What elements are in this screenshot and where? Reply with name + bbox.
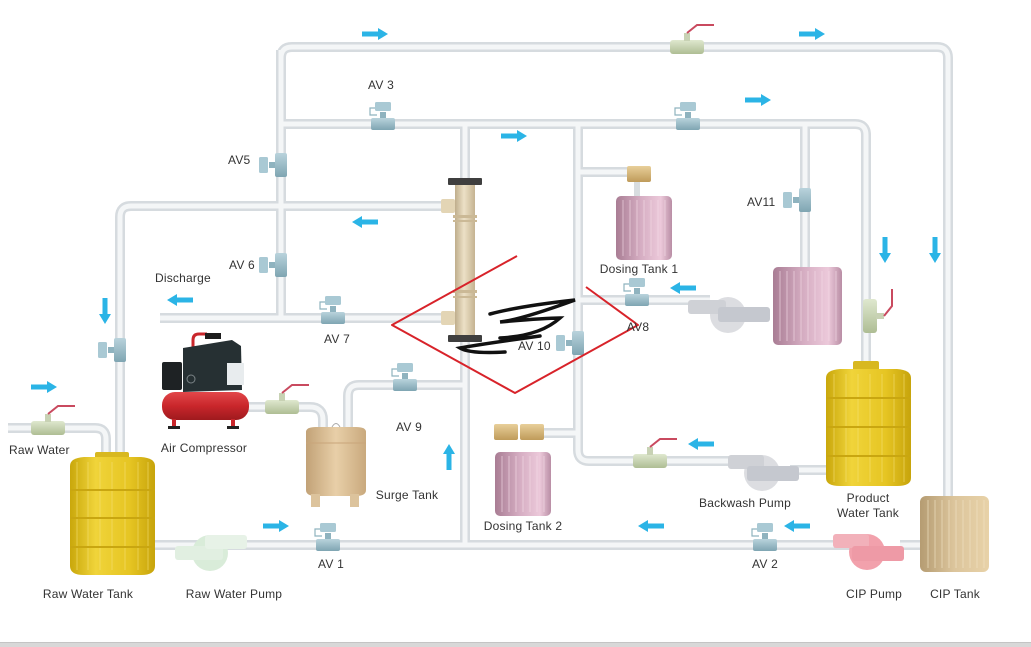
backwash-pump[interactable] <box>728 455 799 491</box>
arrow-up-icon <box>443 444 455 470</box>
label-air-compressor: Air Compressor <box>160 441 248 455</box>
arrow-left-icon <box>670 282 696 294</box>
label-av8: AV8 <box>626 320 650 334</box>
arrow-down-icon <box>929 237 941 263</box>
black-number-scribble <box>455 298 576 355</box>
manual-valve-compressor[interactable] <box>265 384 309 414</box>
label-av11: AV11 <box>747 195 776 209</box>
flow-arrows <box>31 28 941 532</box>
valve-av11[interactable] <box>783 188 811 212</box>
valve-av5[interactable] <box>259 153 287 177</box>
manual-valve-backwash[interactable] <box>633 438 677 468</box>
label-product-water-tank-line2: Water Tank <box>836 506 900 520</box>
air-compressor[interactable] <box>162 332 249 429</box>
valve-av9[interactable] <box>391 363 417 391</box>
valve-av3[interactable] <box>369 102 395 130</box>
label-cip-tank: CIP Tank <box>930 587 980 601</box>
label-dosing-tank-1: Dosing Tank 1 <box>599 262 679 276</box>
surge-tank[interactable] <box>306 423 366 508</box>
label-raw-water-tank: Raw Water Tank <box>42 587 134 601</box>
label-cip-pump: CIP Pump <box>845 587 903 601</box>
pipe-network <box>8 42 953 550</box>
cip-pump[interactable] <box>833 534 904 570</box>
uf-membrane-module[interactable] <box>441 178 482 342</box>
valve-av2[interactable] <box>751 523 777 551</box>
arrow-right-icon <box>263 520 289 532</box>
label-raw-water-pump: Raw Water Pump <box>185 587 283 601</box>
label-av9: AV 9 <box>396 420 422 434</box>
manual-valve-raw-water[interactable] <box>31 405 75 435</box>
arrow-down-icon <box>879 237 891 263</box>
arrow-right-icon <box>31 381 57 393</box>
dosing-tank-1[interactable] <box>616 166 672 260</box>
label-raw-water: Raw Water <box>9 443 70 457</box>
raw-water-tank[interactable] <box>70 452 155 575</box>
arrow-right-icon <box>799 28 825 40</box>
arrow-left-icon <box>784 520 810 532</box>
product-water-tank[interactable] <box>826 361 911 486</box>
arrow-down-icon <box>99 298 111 324</box>
label-dosing-tank-2: Dosing Tank 2 <box>483 519 563 533</box>
manual-valve-product[interactable] <box>863 289 893 333</box>
arrow-left-icon <box>167 294 193 306</box>
circulation-pump[interactable] <box>688 297 770 333</box>
arrow-right-icon <box>362 28 388 40</box>
label-discharge: Discharge <box>155 271 211 285</box>
cip-tank[interactable] <box>920 496 989 572</box>
backwash-tank[interactable] <box>773 267 842 345</box>
valve-av1[interactable] <box>314 523 340 551</box>
red-diamond-scribble <box>391 255 639 394</box>
label-av5: AV5 <box>228 153 251 167</box>
hand-drawn-annotation <box>391 255 639 394</box>
label-av7: AV 7 <box>324 332 350 346</box>
label-backwash-pump: Backwash Pump <box>699 496 791 510</box>
valve-av7[interactable] <box>319 296 345 324</box>
valve-av6[interactable] <box>259 253 287 277</box>
arrow-right-icon <box>745 94 771 106</box>
label-av6: AV 6 <box>229 258 255 272</box>
valve-av3-right[interactable] <box>674 102 700 130</box>
label-av2: AV 2 <box>752 557 778 571</box>
arrow-right-icon <box>501 130 527 142</box>
valve-av10[interactable] <box>556 331 584 355</box>
valve-av4[interactable] <box>98 338 126 362</box>
valve-av8[interactable] <box>623 278 649 306</box>
manual-valve-top[interactable] <box>670 24 714 54</box>
dosing-tank-2[interactable] <box>494 424 551 516</box>
label-product-water-tank-line1: Product <box>846 491 890 505</box>
bottom-scroll-edge <box>0 642 1031 647</box>
raw-water-pump[interactable] <box>175 535 247 571</box>
label-av1: AV 1 <box>318 557 344 571</box>
arrow-left-icon <box>688 438 714 450</box>
label-surge-tank: Surge Tank <box>375 488 439 502</box>
label-av3: AV 3 <box>368 78 394 92</box>
arrow-left-icon <box>352 216 378 228</box>
label-av10: AV 10 <box>518 339 551 353</box>
arrow-left-icon <box>638 520 664 532</box>
